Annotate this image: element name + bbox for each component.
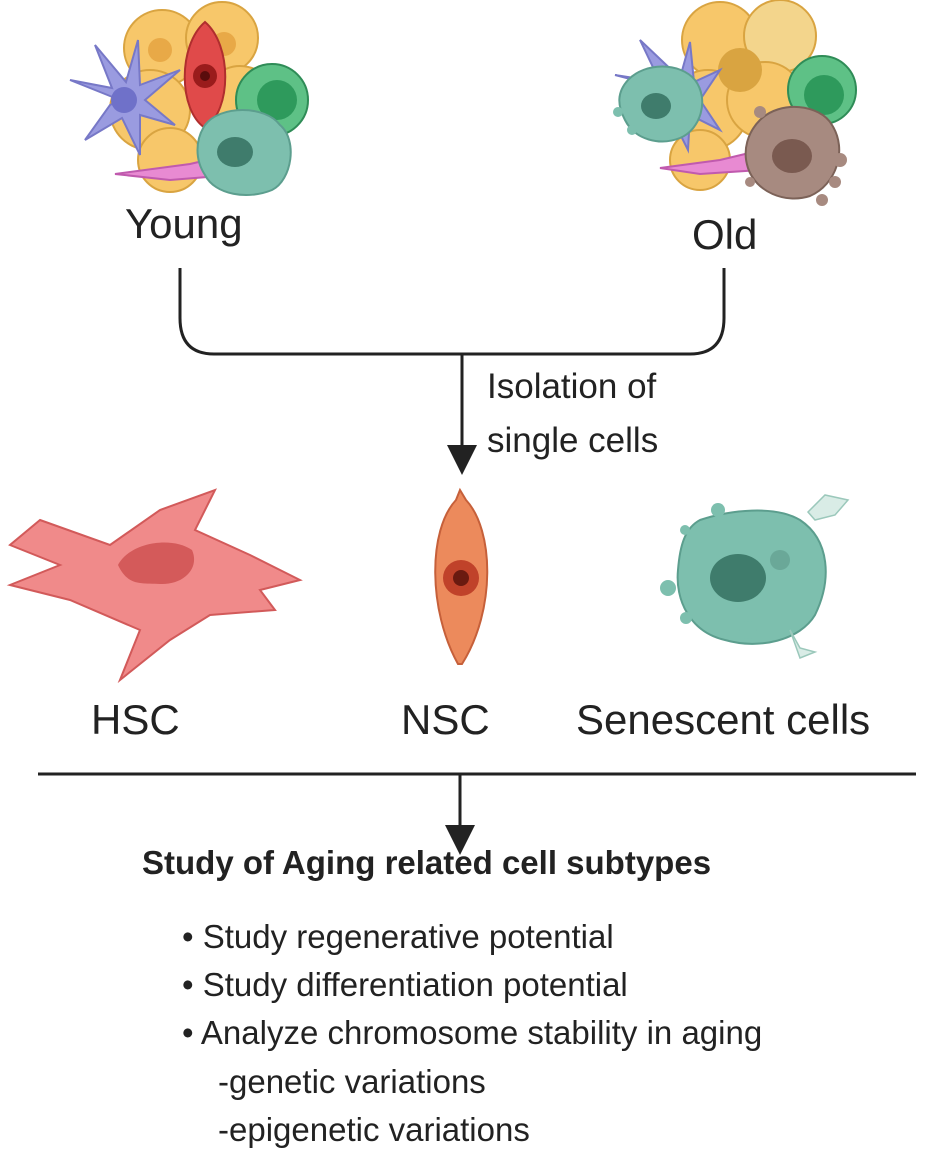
senescent-label: Senescent cells (576, 696, 871, 743)
list-item-text: Study differentiation potential (202, 966, 628, 1004)
bullet-glyph: • (182, 966, 194, 1004)
hsc-cell-icon (6, 488, 303, 684)
list-item-text: Study regenerative potential (202, 918, 614, 955)
study-list: • Study regenerative potential • Study d… (182, 913, 762, 1154)
sub-list-item: -epigenetic variations (218, 1110, 530, 1148)
nsc-label: NSC (401, 696, 490, 743)
young-cell-cluster-icon (69, 1, 309, 196)
isolation-step-label: Isolation of single cells (487, 360, 658, 469)
convergence-bracket (178, 268, 726, 356)
list-item: • Analyze chromosome stability in aging (182, 1009, 762, 1057)
list-item: • Study differentiation potential (182, 961, 762, 1009)
bullet-glyph: • (182, 918, 194, 955)
list-item: • Study regenerative potential (182, 913, 762, 961)
isolation-step-line1: Isolation of (487, 367, 657, 406)
old-cell-cluster-icon (613, 0, 857, 206)
young-label: Young (125, 200, 243, 247)
old-label: Old (692, 211, 758, 258)
hsc-label: HSC (91, 696, 180, 743)
senescent-cell-icon (660, 494, 850, 659)
list-item-text: Analyze chromosome stability in aging (200, 1014, 763, 1052)
bullet-glyph: • (182, 1014, 194, 1052)
sub-list-item: -genetic variations (218, 1062, 486, 1100)
nsc-cell-icon (434, 487, 489, 665)
study-title: Study of Aging related cell subtypes (142, 844, 712, 881)
isolation-step-line2: single cells (487, 421, 659, 461)
